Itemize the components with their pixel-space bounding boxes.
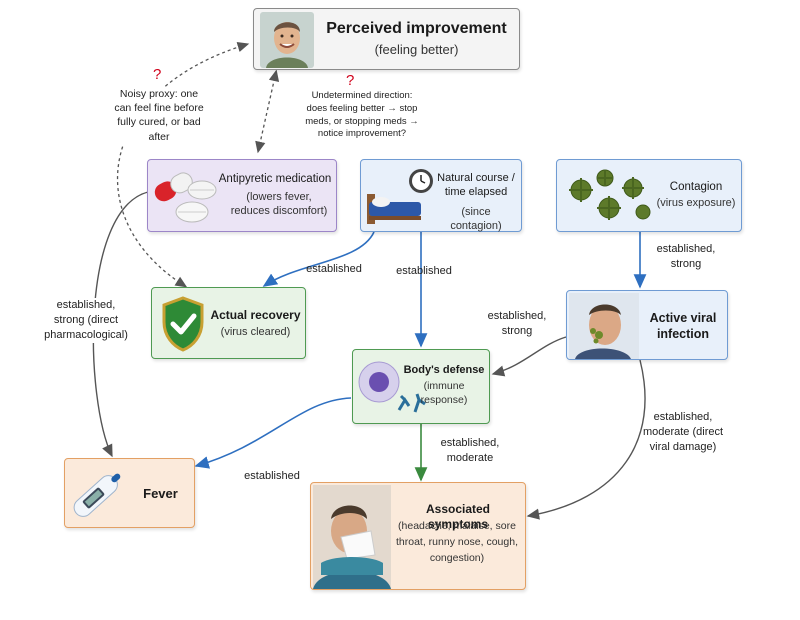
edge-infection-defense [491,336,567,377]
noisy-proxy-annotation: Noisy proxy: one can feel fine before fu… [110,87,208,144]
pills-icon [154,172,217,223]
edge-label-defense-symptoms: established, moderate [440,437,500,464]
node-subtitle: (feeling better) [374,42,459,57]
edge-label-infection-defense: established, strong [487,310,547,337]
question-mark: ? [346,72,355,89]
node-title: Actual recovery [210,308,301,322]
node-natural-course: Natural course / time elapsed (since con… [360,159,522,232]
bed-alarm-clock-icon [367,169,433,224]
node-title: Contagion [669,181,723,193]
edge-defense-fever [194,397,352,469]
node-subtitle: (since contagion) [450,206,502,233]
sneezing-man-portrait-icon [313,485,391,589]
node-title: Antipyretic medication [218,173,332,185]
node-title: Body's defense [403,364,485,376]
node-active-viral-infection: Active viral infection [566,290,728,360]
undetermined-direction-annotation: Undetermined direction: does feeling bet… [305,90,419,140]
node-fever: Fever [64,458,195,528]
node-bodys-defense: Body's defense (immune response) [352,349,490,424]
edge-label-natural-recovery: established [306,263,362,275]
thermometer-icon [73,473,121,517]
infected-man-portrait-icon [569,293,639,359]
node-subtitle: (virus cleared) [220,326,291,338]
edge-label-defense-fever: established [244,470,300,482]
node-title: Perceived improvement [326,20,507,37]
edge-natural-recovery [262,231,375,287]
question-mark: ? [153,66,162,83]
edge-label-infection-symptoms: established, moderate (direct viral dama… [642,411,724,453]
node-title: Active viral infection [649,311,717,341]
node-subtitle: (headache, malaise, sore throat, runny n… [396,520,518,564]
node-perceived-improvement: Perceived improvement (feeling better) [253,8,520,70]
node-actual-recovery: Actual recovery (virus cleared) [151,287,306,359]
smiling-man-portrait-icon [260,12,314,68]
node-contagion: Contagion (virus exposure) [556,159,742,232]
edge-label-antipyretic-fever: established, strong (direct pharmacologi… [40,298,132,343]
node-associated-symptoms: Associated symptoms (headache, malaise, … [310,482,526,590]
shield-check-icon [162,296,204,352]
node-subtitle: (immune response) [420,380,468,406]
node-title: Fever [143,486,178,501]
node-subtitle: (lowers fever, reduces discomfort) [230,191,328,218]
edge-infection-symptoms [526,359,646,520]
edge-perceived-antipyretic [255,69,280,154]
immune-cell-antibodies-icon [358,361,426,413]
node-antipyretic-medication: Antipyretic medication (lowers fever, re… [147,159,337,232]
node-subtitle: (virus exposure) [656,197,736,209]
virus-particles-icon [569,169,651,220]
node-title: Associated symptoms [425,502,491,531]
edge-label-natural-defense: established [396,265,452,277]
node-title: Natural course / time elapsed [437,172,515,198]
edge-label-contagion-infection: established, strong [656,243,716,270]
